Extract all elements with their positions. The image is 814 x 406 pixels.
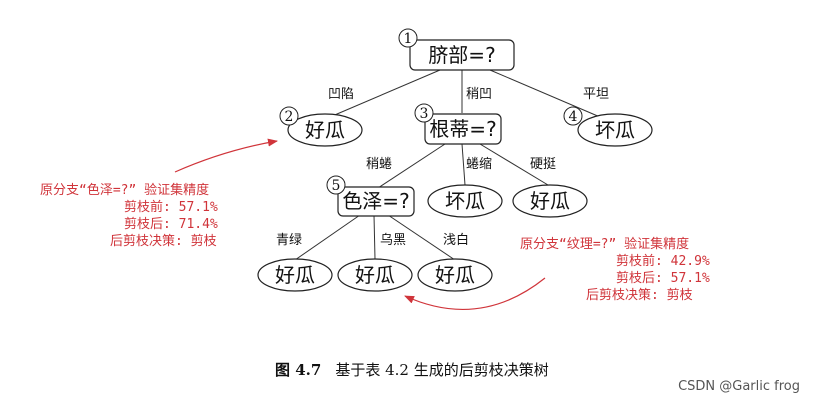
node-number-text: 5 bbox=[332, 178, 341, 194]
edge-label-n5-n8: 青绿 bbox=[276, 233, 302, 248]
edge-n1-n2 bbox=[329, 69, 441, 118]
node-number-text: 4 bbox=[569, 109, 578, 125]
node-label: 色泽=? bbox=[342, 189, 409, 213]
annotation-decision: 后剪枝决策: 剪枝 bbox=[110, 234, 217, 249]
node-label: 坏瓜 bbox=[595, 118, 635, 142]
edge-n5-n8 bbox=[294, 214, 361, 261]
edge-label-n1-n4: 平坦 bbox=[583, 87, 609, 102]
watermark: CSDN @Garlic frog bbox=[678, 379, 800, 394]
node-n1: 脐部=? bbox=[409, 39, 515, 71]
node-label: 好瓜 bbox=[435, 263, 475, 287]
node-label: 坏瓜 bbox=[445, 189, 485, 213]
tree-edges bbox=[294, 69, 601, 261]
decision-box bbox=[424, 113, 502, 145]
node-number-text: 3 bbox=[420, 106, 429, 122]
edge-label-n1-n3: 稍凹 bbox=[466, 87, 492, 102]
edge-n5-n9 bbox=[373, 214, 376, 260]
node-number-1: 1 bbox=[398, 28, 418, 48]
node-n8: 好瓜 bbox=[257, 258, 333, 292]
edge-label-n5-n9: 乌黑 bbox=[380, 232, 406, 248]
node-n9: 好瓜 bbox=[337, 258, 413, 292]
node-n6: 坏瓜 bbox=[427, 184, 503, 218]
node-n10: 好瓜 bbox=[417, 258, 493, 292]
node-label: 好瓜 bbox=[305, 118, 345, 142]
node-n7: 好瓜 bbox=[512, 184, 588, 218]
node-number-text: 1 bbox=[404, 31, 413, 47]
leaf-ellipse bbox=[417, 258, 493, 292]
node-number-5: 5 bbox=[326, 175, 346, 195]
edge-label-n3-n7: 硬挺 bbox=[530, 157, 556, 172]
edge-n3-n7 bbox=[479, 143, 549, 186]
figure-label: 图 4.7 bbox=[275, 361, 322, 379]
leaf-ellipse bbox=[257, 258, 333, 292]
edge-label-n3-n6: 蜷缩 bbox=[466, 156, 492, 172]
annotation-title: 原分支“纹理=?” 验证集精度 bbox=[520, 237, 690, 252]
figure-caption: 图 4.7 基于表 4.2 生成的后剪枝决策树 bbox=[275, 359, 549, 380]
leaf-ellipse bbox=[427, 184, 503, 218]
node-number-4: 4 bbox=[563, 106, 583, 126]
annotation-before: 剪枝前: 57.1% bbox=[124, 200, 218, 215]
node-number-3: 3 bbox=[414, 103, 434, 123]
node-label: 脐部=? bbox=[428, 43, 495, 67]
annotation-after: 剪枝后: 71.4% bbox=[124, 217, 218, 232]
node-label: 好瓜 bbox=[275, 263, 315, 287]
decision-box bbox=[337, 186, 415, 217]
edge-n3-n6 bbox=[461, 143, 466, 186]
node-n3: 根蒂=? bbox=[424, 113, 502, 145]
annotation-title: 原分支“色泽=?” 验证集精度 bbox=[40, 183, 210, 198]
edge-n3-n5 bbox=[377, 143, 446, 189]
leaf-ellipse bbox=[577, 113, 653, 147]
node-n2: 好瓜 bbox=[287, 113, 363, 147]
node-number-text: 2 bbox=[285, 109, 294, 125]
leaf-ellipse bbox=[287, 113, 363, 147]
annotation-decision: 后剪枝决策: 剪枝 bbox=[586, 288, 693, 303]
decision-box bbox=[409, 39, 515, 71]
node-number-2: 2 bbox=[279, 106, 299, 126]
annotation-arrow-right bbox=[404, 277, 546, 311]
leaf-ellipse bbox=[337, 258, 413, 292]
node-label: 根蒂=? bbox=[429, 117, 496, 141]
edge-label-n1-n2: 凹陷 bbox=[328, 87, 354, 102]
node-label: 好瓜 bbox=[355, 263, 395, 287]
edge-labels: 凹陷 稍凹 平坦 稍蜷 蜷缩 硬挺 青绿 乌黑 浅白 bbox=[276, 87, 609, 248]
annotation-after: 剪枝后: 57.1% bbox=[616, 271, 710, 286]
annotation-arrow-left bbox=[174, 138, 278, 173]
leaf-ellipse bbox=[512, 184, 588, 218]
figure-caption-text: 基于表 4.2 生成的后剪枝决策树 bbox=[335, 361, 549, 379]
annotation-before: 剪枝前: 42.9% bbox=[616, 254, 710, 269]
edge-n5-n10 bbox=[387, 214, 456, 261]
node-n4: 坏瓜 bbox=[577, 113, 653, 147]
edge-label-n5-n10: 浅白 bbox=[443, 232, 469, 248]
edge-n1-n4 bbox=[489, 69, 601, 118]
node-label: 好瓜 bbox=[530, 189, 570, 213]
edge-label-n3-n5: 稍蜷 bbox=[366, 157, 392, 172]
node-n5: 色泽=? bbox=[337, 186, 415, 217]
annotation-texture-branch: 原分支“纹理=?” 验证集精度 剪枝前: 42.9% 剪枝后: 57.1% 后剪… bbox=[520, 236, 710, 304]
annotation-color-branch: 原分支“色泽=?” 验证集精度 剪枝前: 57.1% 剪枝后: 71.4% 后剪… bbox=[40, 182, 218, 250]
